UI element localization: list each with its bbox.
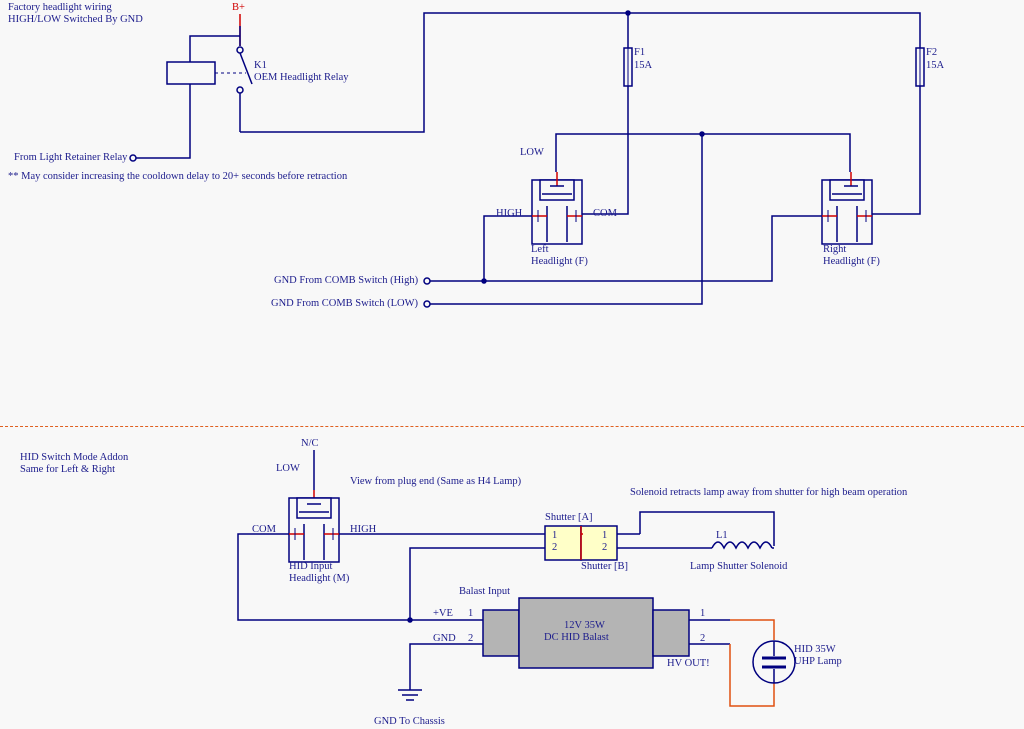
inductor-l1 — [711, 541, 774, 550]
shutter-connectors — [544, 525, 618, 561]
fuse1-rating: 15A — [634, 60, 653, 71]
ballast-input-label: Balast Input — [459, 586, 511, 597]
nc-label: N/C — [301, 438, 319, 449]
right-headlight-type: Headlight (F) — [823, 256, 880, 267]
hid-input-connector — [288, 450, 340, 563]
ballast-out-pin2: 2 — [700, 633, 706, 644]
relay-ref-label: K1 — [254, 60, 267, 71]
shutter-b-pin2: 2 — [602, 542, 608, 553]
low-beam-bus — [423, 131, 851, 308]
gnd-chassis-label: GND To Chassis — [374, 716, 445, 727]
ballast-in-pin2: 2 — [468, 633, 474, 644]
shutter-b-label: Shutter [B] — [581, 561, 628, 572]
left-low-label: LOW — [520, 147, 544, 158]
right-headlight-name: Right — [823, 244, 847, 255]
ballast-out-pin1: 1 — [700, 608, 706, 619]
fuse2-rating: 15A — [926, 60, 945, 71]
shutter-a-label: Shutter [A] — [545, 512, 593, 523]
lamp-rating: HID 35W — [794, 644, 836, 655]
hv-out-label: HV OUT! — [667, 658, 710, 669]
cooldown-note: ** May consider increasing the cooldown … — [8, 171, 348, 182]
high-label: HIGH — [350, 524, 377, 535]
gnd-high-label: GND From COMB Switch (High) — [274, 275, 419, 286]
chassis-ground — [398, 689, 422, 701]
section-subtitle: Same for Left & Right — [20, 464, 116, 475]
ballast-in-pin1: 1 — [468, 608, 474, 619]
fuse1-ref: F1 — [634, 47, 646, 58]
right-headlight-connector — [821, 172, 873, 245]
left-com-label: COM — [593, 208, 617, 219]
gnd-label: GND — [433, 633, 456, 644]
fuse2-ref: F2 — [926, 47, 938, 58]
low-label: LOW — [276, 463, 300, 474]
battery-positive-label: B+ — [232, 2, 245, 13]
high-beam-bus — [423, 215, 822, 285]
solenoid-note: Solenoid retracts lamp away from shutter… — [630, 487, 908, 498]
fuse-f1 — [582, 47, 633, 215]
left-headlight-type: Headlight (F) — [531, 256, 588, 267]
top-bus-wiring — [240, 10, 921, 133]
ballast-name: DC HID Balast — [544, 632, 609, 643]
ballast-rating: 12V 35W — [564, 620, 605, 631]
section-divider — [0, 426, 1024, 427]
com-label: COM — [252, 524, 276, 535]
relay-name-label: OEM Headlight Relay — [254, 72, 349, 83]
left-headlight-connector — [531, 172, 583, 245]
hid-input-name: HID Input — [289, 561, 333, 572]
left-headlight-name: Left — [531, 244, 549, 255]
left-high-label: HIGH — [496, 208, 523, 219]
inductor-name: Lamp Shutter Solenoid — [690, 561, 788, 572]
relay-input-label: From Light Retainer Relay — [14, 152, 128, 163]
diagram-title: Factory headlight wiring — [8, 2, 112, 13]
shutter-b-pin1: 1 — [602, 530, 608, 541]
view-note: View from plug end (Same as H4 Lamp) — [350, 476, 522, 487]
shutter-a-pin1: 1 — [552, 530, 558, 541]
fuse-f2 — [872, 47, 925, 215]
inductor-ref: L1 — [716, 530, 728, 541]
section-title: HID Switch Mode Addon — [20, 452, 129, 463]
ve-label: +VE — [433, 608, 453, 619]
oem-relay-k1 — [129, 14, 253, 162]
shutter-a-pin2: 2 — [552, 542, 558, 553]
hid-input-type: Headlight (M) — [289, 573, 350, 584]
hid-ballast — [482, 597, 730, 669]
lamp-name: UHP Lamp — [794, 656, 842, 667]
hid-lamp — [729, 619, 796, 707]
diagram-subtitle: HIGH/LOW Switched By GND — [8, 14, 143, 25]
gnd-low-label: GND From COMB Switch (LOW) — [271, 298, 418, 309]
hid-wiring — [237, 511, 775, 690]
